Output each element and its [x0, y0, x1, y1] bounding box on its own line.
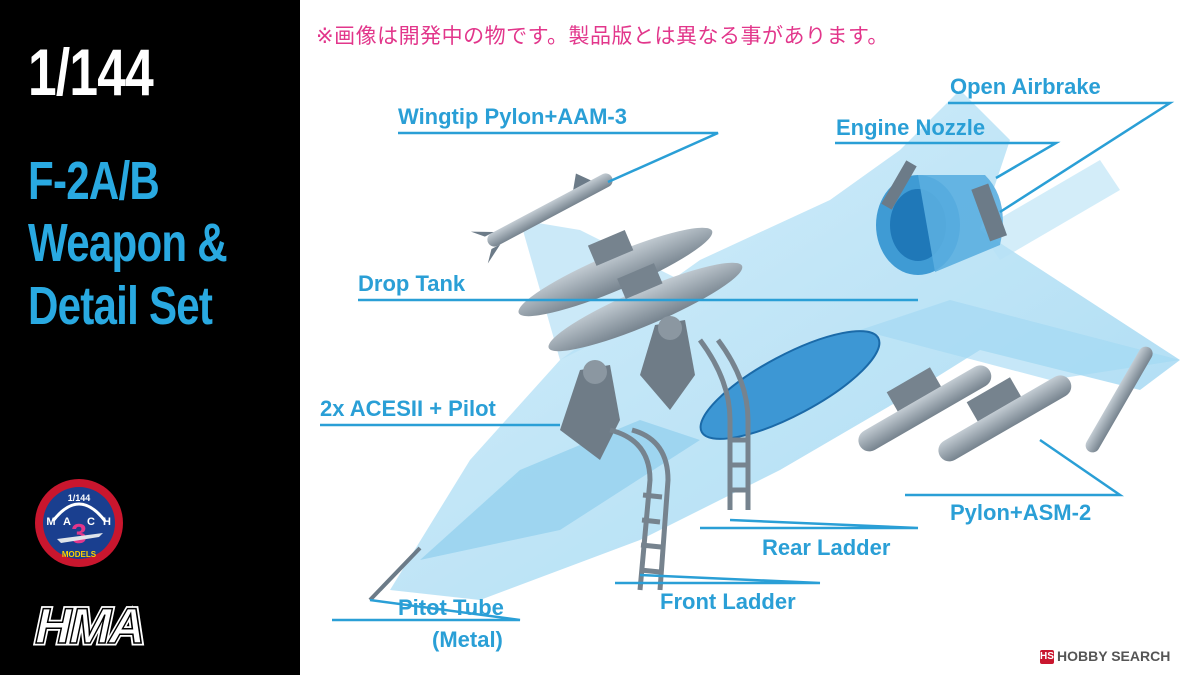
development-disclaimer: ※画像は開発中の物です。製品版とは異なる事があります。 [316, 24, 889, 48]
mach-logo-numeral: 3 [71, 518, 87, 549]
callout-acesii-pilot: 2x ACESII + Pilot [320, 396, 496, 421]
hma-logo: HMA HMA [28, 595, 154, 655]
mach-logo-sub: MODELS [62, 550, 97, 559]
asm2-missile-parts [858, 346, 1153, 462]
callout-pitot-metal: (Metal) [432, 627, 503, 652]
callout-pylon-asm2: Pylon+ASM-2 [950, 500, 1092, 525]
product-title-line2: Detail Set [28, 276, 213, 336]
callout-front-ladder: Front Ladder [660, 589, 796, 614]
callout-drop-tank: Drop Tank [358, 271, 466, 296]
callout-engine-nozzle: Engine Nozzle [836, 115, 986, 140]
callout-open-airbrake: Open Airbrake [950, 74, 1101, 99]
hma-logo-shadow: HMA [30, 598, 151, 654]
hobby-search-text: HOBBY SEARCH [1057, 648, 1171, 664]
model-title: F-2A/B [28, 151, 160, 211]
drop-tank-parts [518, 227, 743, 352]
callout-wingtip-pylon: Wingtip Pylon+AAM-3 [398, 104, 627, 129]
title-panel: 1/144 F-2A/B Weapon & Detail Set 1/144 M… [0, 0, 300, 675]
aam3-missile-part [470, 173, 613, 264]
product-title-line1: Weapon & [28, 213, 228, 273]
mach-logo-letter: H [103, 516, 111, 528]
mach-logo-letter: M [46, 516, 55, 528]
hobby-search-icon: HS [1040, 650, 1054, 665]
engine-nozzle-part [876, 160, 1008, 275]
f2-cutaway-illustration [368, 90, 1180, 602]
hma-logo-text: HMA [30, 598, 151, 654]
mach-logo-letter: C [87, 516, 95, 528]
mach-logo-scale: 1/144 [68, 493, 91, 503]
pitot-tube-part [368, 546, 422, 602]
callout-pitot-tube: Pitot Tube [398, 595, 504, 620]
mach3-models-logo: 1/144 M A C H 3 MODELS [35, 479, 123, 567]
ejection-seat-parts [560, 316, 695, 460]
ladder-parts [609, 338, 751, 591]
callout-rear-ladder: Rear Ladder [762, 535, 891, 560]
mach-logo-letter: A [63, 516, 71, 528]
scale-title: 1/144 [28, 35, 154, 109]
